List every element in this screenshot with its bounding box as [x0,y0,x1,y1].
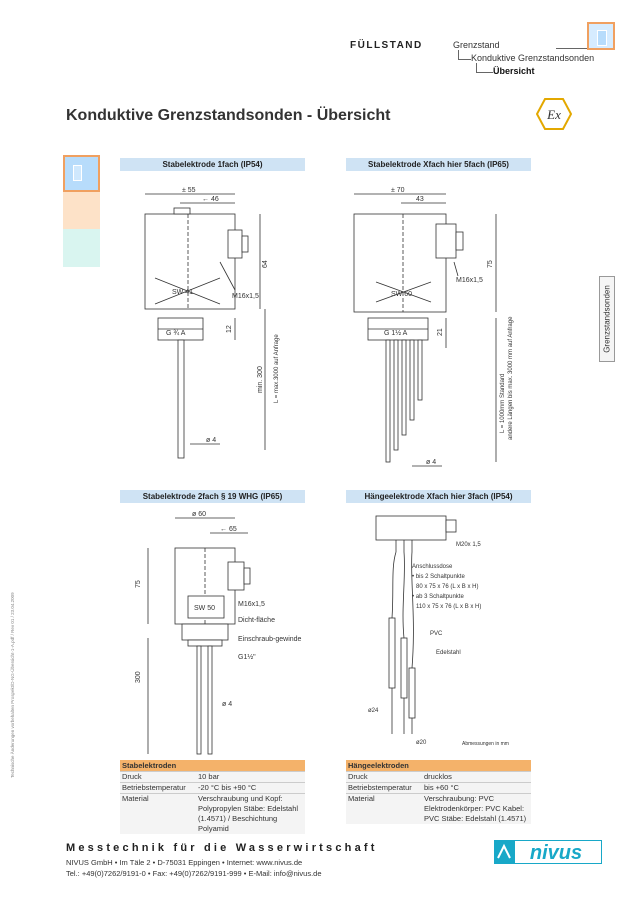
dim-thread-length: 12 [226,325,233,333]
dim-length-standard: L = 1000mm Standard [500,374,506,433]
dim-width: ± 70 [391,187,405,194]
panel-title: Stabelektrode Xfach hier 5fach (IP65) [346,158,531,171]
drawing-rod-electrode-1: ± 55 ← 46 SW 41 M16x1,5 G ¾ A 64 12 min.… [144,187,280,459]
dim-width: ± 55 [182,187,196,194]
label-sw: SW 41 [172,289,193,296]
breadcrumb-level-1[interactable]: Grenzstand [453,40,500,50]
label-option-2: • ab 3 Schaltpunkte [412,594,464,600]
side-tab[interactable]: Grenzstandsonden [599,276,615,362]
label-cable-gland: M20x 1,5 [456,542,481,548]
label-thread: M16x1,5 [456,277,483,284]
footer-slogan: Messtechnik für die Wasserwirtschaft [66,842,378,854]
dim-weight-diameter: ø24 [368,708,379,714]
label-thread: M16x1,5 [232,293,259,300]
category-swatch-orange[interactable] [63,192,100,229]
label-g-thread: G 1½ A [384,329,408,337]
table-row: Betriebstemperatur-20 °C bis +90 °C [120,782,305,793]
drawing-rod-electrode-5: ± 70 43 M16x1,5 SW 60 G 1½ A 75 L = 1000… [353,187,514,467]
ex-symbol-text: Ex [546,107,561,122]
panel-title: Stabelektrode 2fach § 19 WHG (IP65) [120,490,305,503]
category-swatch-teal[interactable] [63,229,100,267]
spec-title: Stabelektroden [120,760,305,771]
ex-hazard-icon: Ex [536,98,572,130]
logo-text: nivus [530,842,582,864]
label-thread: M16x1,5 [238,601,265,608]
label-units: Abmessungen in mm [462,741,509,747]
label-option-1-size: 80 x 75 x 76 (L x B x H) [416,584,478,590]
dim-rod-diameter: ø 4 [426,459,436,466]
label-seal-face: Dicht-fläche [238,617,275,624]
breadcrumb-connector [458,50,471,60]
header-product-thumbnail [587,22,615,50]
dim-offset: 43 [416,196,424,203]
dim-length-note: andere Längen bis max. 3000 mm auf Anfra… [508,316,514,440]
breadcrumb-level-2[interactable]: Konduktive Grenzstandsonden [471,53,595,63]
dim-rod-diameter: ø 4 [206,437,216,444]
footer-contact: Tel.: +49(0)7262/9191-0 • Fax: +49(0)726… [66,869,322,878]
dim-offset: ← 65 [220,526,237,533]
dim-head-height: 75 [135,580,142,588]
dim-head-height: 64 [262,260,269,268]
breadcrumb-level-3[interactable]: Übersicht [493,66,535,76]
label-pvc: PVC [430,631,443,637]
label-option-1: • bis 2 Schaltpunkte [412,574,465,580]
label-screw-thread: Einschraub-gewinde [238,636,302,643]
legal-note: Technische Änderungen vorbehalten Prospe… [10,592,15,778]
panel-title: Stabelektrode 1fach (IP54) [120,158,305,171]
label-stainless: Edelstahl [436,650,461,656]
dim-rod-diameter: ø 4 [222,701,232,708]
label-junction-box: Anschlussdose [412,564,453,570]
dim-offset: ← 46 [202,196,219,203]
dim-thread-length: 21 [437,328,444,336]
dim-diameter: ø 60 [192,511,206,518]
dim-min-length: min. 300 [257,366,264,393]
spec-title: Hängeelektroden [346,760,531,771]
footer-address: NIVUS GmbH • Im Täle 2 • D-75031 Eppinge… [66,858,303,867]
label-g-thread: G ¾ A [166,330,186,337]
drawing-rod-electrode-2-whg: ø 60 ← 65 75 M16x1,5 SW 50 Dicht-fläche … [135,511,302,755]
breadcrumb-connector [556,48,588,49]
drawing-hanging-electrode-3: M20x 1,5 Anschlussdose • bis 2 Schaltpun… [368,515,509,747]
label-sw: SW 60 [391,291,412,298]
nivus-logo[interactable]: nivus [494,840,602,864]
breadcrumb-connector [476,63,493,73]
category-swatch-blue[interactable] [63,155,100,192]
dim-head-height: 75 [487,260,494,268]
section-label: FÜLLSTAND [350,40,423,51]
label-option-2-size: 110 x 75 x 76 (L x B x H) [416,604,481,610]
page-title: Konduktive Grenzstandsonden - Übersicht [66,107,391,124]
panel-title: Hängeelektrode Xfach hier 3fach (IP54) [346,490,531,503]
dim-length-note: L = max.3000 auf Anfrage [274,334,280,403]
label-g-thread: G1½" [238,653,256,661]
label-sw: SW 50 [194,605,215,612]
dim-rod-diameter: ø20 [416,740,427,746]
dim-rod-length: 300 [135,671,142,683]
